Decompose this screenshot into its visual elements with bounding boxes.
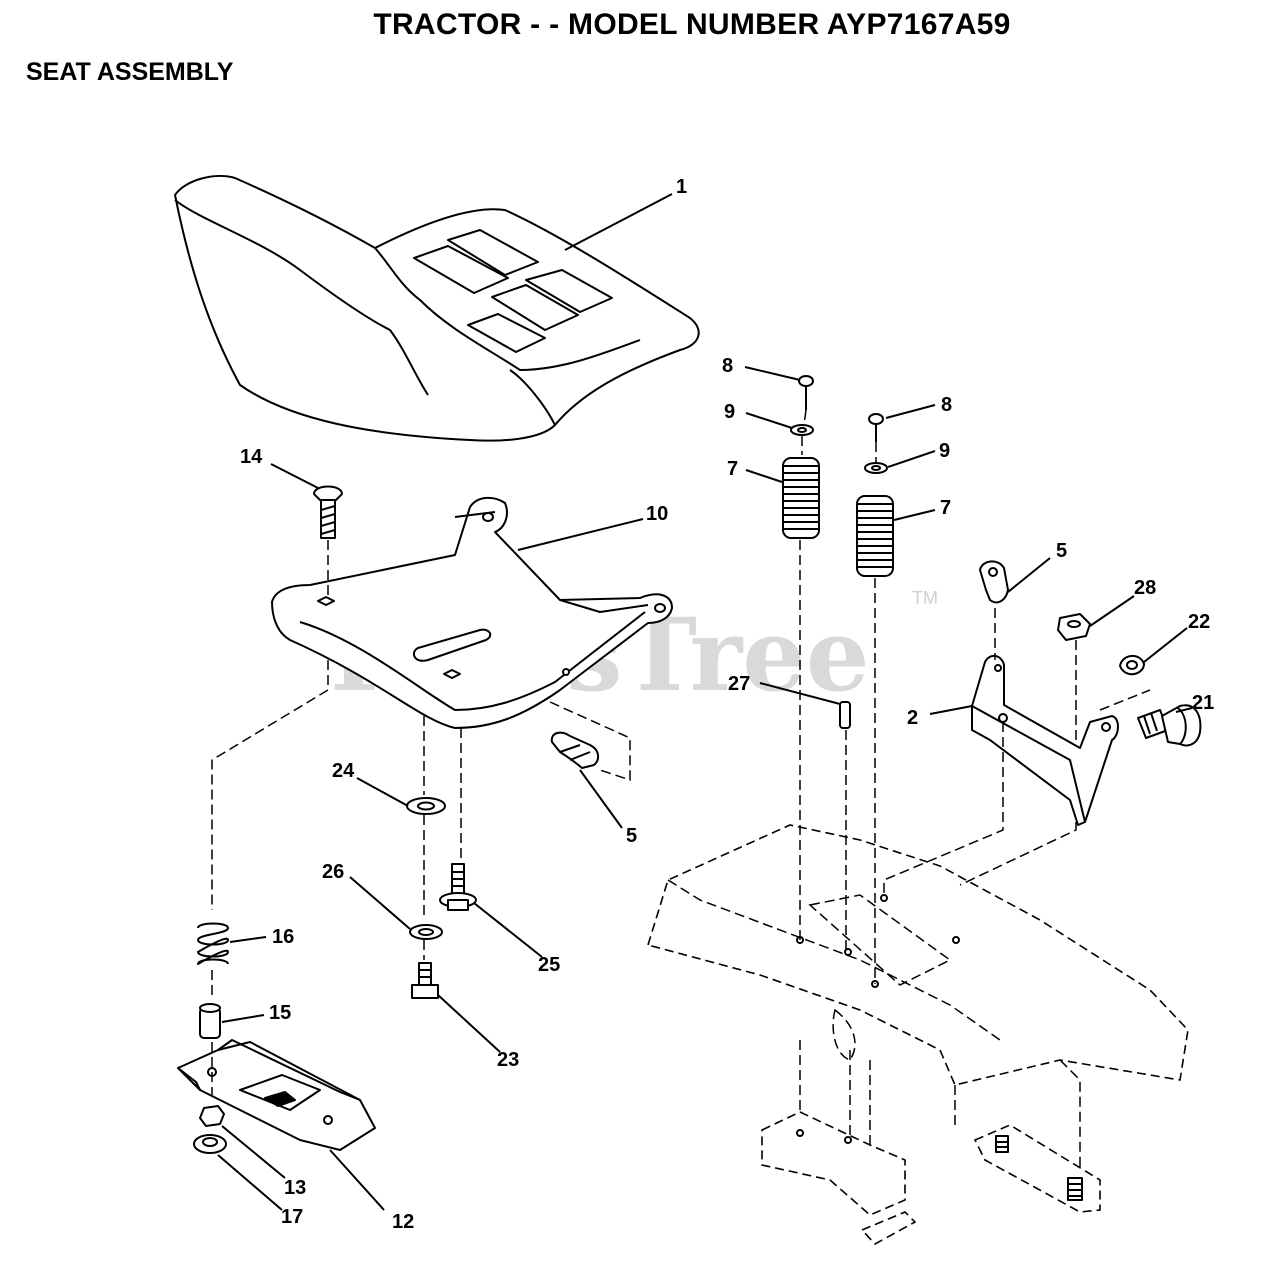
washer-part-24	[406, 797, 446, 815]
callout-14: 14	[240, 446, 263, 468]
callout-22: 22	[1188, 611, 1210, 633]
bracket-plate-part-12	[177, 1039, 376, 1151]
spring-part-7-left	[782, 457, 820, 539]
screw-part-8-left	[798, 375, 814, 410]
callout-9-right: 9	[939, 440, 950, 462]
washer-part-26	[409, 924, 443, 940]
frame-bolt-icon	[995, 1135, 1083, 1201]
callout-8-left: 8	[722, 355, 733, 377]
carriage-bolt-part-14	[313, 485, 343, 539]
leader-lines	[217, 193, 1193, 1211]
callout-8-right: 8	[941, 394, 952, 416]
callout-5-left: 5	[626, 825, 637, 847]
callout-10: 10	[646, 503, 668, 525]
callout-13: 13	[284, 1177, 306, 1199]
nut-part-13	[199, 1105, 225, 1127]
tractor-frame	[646, 824, 1189, 1246]
callout-12: 12	[392, 1211, 414, 1233]
callout-25: 25	[538, 954, 560, 976]
hex-bolt-part-23	[411, 962, 439, 999]
callout-1: 1	[676, 176, 687, 198]
bracket-part-2	[971, 654, 1119, 826]
screw-part-8-right	[868, 413, 884, 442]
seat-part-1	[174, 174, 700, 442]
hex-nut-part-28	[1057, 613, 1091, 641]
spacer-part-15	[199, 1003, 221, 1039]
page-title: TRACTOR - - MODEL NUMBER AYP7167A59	[373, 8, 1011, 41]
callout-17: 17	[281, 1206, 303, 1228]
callout-24: 24	[332, 760, 355, 782]
callout-9-left: 9	[724, 401, 735, 423]
seat-pan-part-10	[271, 496, 673, 729]
shoulder-bolt-part-25	[439, 863, 477, 911]
spring-part-7-right	[856, 495, 894, 577]
callout-5-right: 5	[1056, 540, 1067, 562]
washer-part-22	[1119, 655, 1145, 676]
callout-2: 2	[907, 707, 918, 729]
callout-27: 27	[728, 673, 750, 695]
callout-16: 16	[272, 926, 294, 948]
washer-part-9-right	[864, 462, 888, 474]
washer-part-9-left	[790, 424, 814, 436]
clip-part-5-right	[979, 560, 1009, 604]
callout-7-right: 7	[940, 497, 951, 519]
knob-part-21	[1137, 704, 1202, 747]
callout-21: 21	[1192, 692, 1214, 714]
section-title: SEAT ASSEMBLY	[26, 58, 234, 86]
watermark-trademark: TM	[912, 588, 938, 608]
callout-26: 26	[322, 861, 344, 883]
spring-part-16	[197, 922, 229, 965]
callout-15: 15	[269, 1002, 291, 1024]
clip-part-5-left	[549, 701, 631, 782]
flange-nut-part-17	[193, 1134, 227, 1154]
alignment-lines	[211, 409, 1151, 1100]
pin-part-27	[839, 701, 851, 729]
callout-7-left: 7	[727, 458, 738, 480]
callout-28: 28	[1134, 577, 1156, 599]
callout-23: 23	[497, 1049, 519, 1071]
